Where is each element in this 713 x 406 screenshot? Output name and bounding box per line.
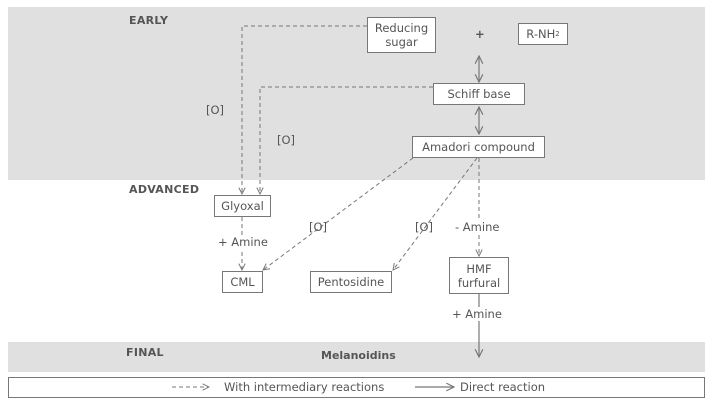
node-pentosidine: Pentosidine xyxy=(310,271,392,293)
label-minus-amine: - Amine xyxy=(455,220,500,234)
node-melanoidins: Melanoidins xyxy=(321,349,396,362)
node-glyoxal: Glyoxal xyxy=(214,195,271,217)
edge-sugar-to-glyoxal xyxy=(242,25,367,194)
node-reducing-sugar: Reducing sugar xyxy=(367,17,436,53)
legend-solid-label: Direct reaction xyxy=(460,380,546,394)
r-nh2-subscript: 2 xyxy=(555,30,560,38)
final-stage-band xyxy=(8,342,705,372)
stage-label-advanced: ADVANCED xyxy=(129,183,200,196)
node-hmf-furfural: HMF furfural xyxy=(449,257,509,294)
label-oxidation-schiff: [O] xyxy=(277,133,296,147)
legend-symbols xyxy=(172,378,706,399)
stage-label-final: FINAL xyxy=(126,346,164,359)
node-amadori-compound: Amadori compound xyxy=(412,136,545,158)
label-oxidation-pentosidine: [O] xyxy=(415,220,434,234)
node-schiff-base: Schiff base xyxy=(433,83,525,105)
label-plus-amine-glyoxal: + Amine xyxy=(218,235,268,249)
legend: With intermediary reactions Direct react… xyxy=(8,377,705,398)
stage-label-early: EARLY xyxy=(129,14,169,27)
plus-sign: + xyxy=(475,27,485,41)
legend-dashed-label: With intermediary reactions xyxy=(224,380,385,394)
edge-schiff-to-glyoxal xyxy=(260,86,433,194)
r-nh2-text: R-NH xyxy=(526,27,556,41)
label-oxidation-sugar: [O] xyxy=(206,103,225,117)
early-stage-band xyxy=(8,7,705,180)
label-oxidation-cml: [O] xyxy=(309,220,328,234)
edge-amadori-to-pentosidine xyxy=(393,157,478,270)
label-plus-amine-hmf: + Amine xyxy=(452,307,502,321)
edge-amadori-to-cml xyxy=(263,157,414,270)
node-cml: CML xyxy=(222,271,263,293)
